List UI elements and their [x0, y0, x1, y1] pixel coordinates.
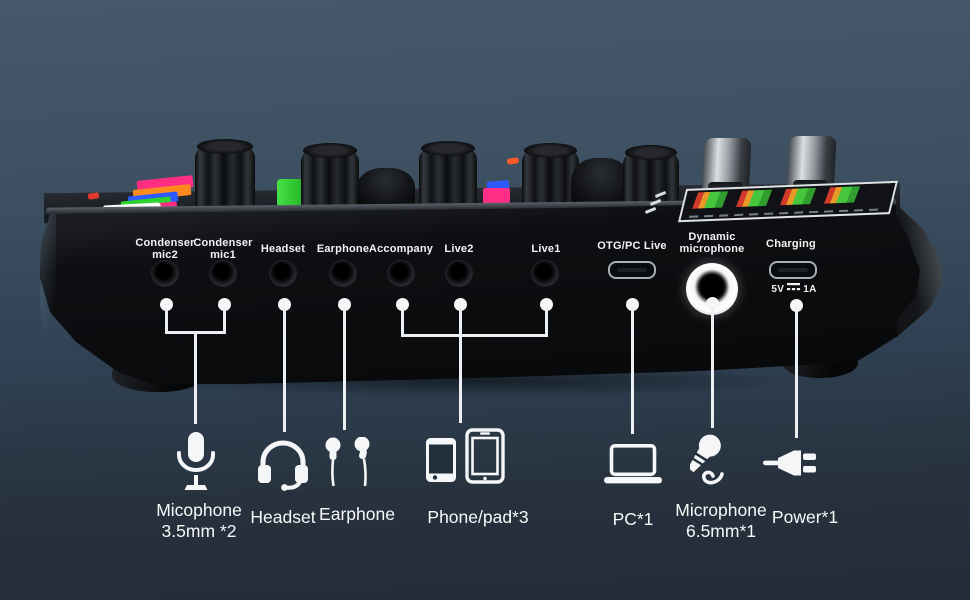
callout-line [342, 308, 346, 430]
callout-line [458, 334, 462, 423]
port-label-charging: Charging [766, 238, 816, 250]
callout-line [458, 308, 462, 337]
callout-line [193, 331, 197, 424]
jack-condenser-mic2 [152, 261, 178, 286]
callout-line [400, 334, 548, 337]
callout-line [794, 308, 798, 438]
legend-label-phone-pad: Phone/pad*3 [427, 507, 529, 527]
jack-accompany [388, 261, 414, 286]
power-icon [763, 447, 825, 479]
orange-indicator [506, 157, 520, 165]
callout-dot-mic1 [217, 297, 231, 311]
microphone-6.5mm-icon [690, 434, 740, 486]
jack-condenser-mic1 [210, 261, 236, 286]
jack-headset [270, 261, 296, 286]
callout-line [282, 308, 286, 432]
port-label-earphone: Earphone [316, 243, 370, 255]
callout-dot-live2 [453, 297, 467, 311]
level-meter [736, 189, 773, 207]
callout-dot-earphone [337, 297, 351, 311]
left-chamfer-highlight [40, 214, 56, 364]
pink-button-mid [483, 188, 510, 206]
dc-symbol [787, 283, 801, 291]
legend-label-earphone: Earphone [319, 504, 395, 524]
jack-earphone [330, 261, 356, 286]
legend-label-power: Power*1 [771, 507, 839, 527]
level-meter [780, 187, 817, 206]
callout-dot-mic2 [159, 297, 173, 311]
callout-line [544, 308, 548, 337]
callout-line [630, 308, 634, 434]
port-label-otg-pc-live: OTG/PC Live [597, 240, 667, 252]
callout-line [222, 308, 226, 334]
callout-dot-otg [625, 297, 639, 311]
headset-icon [257, 439, 309, 491]
pc-icon [604, 444, 662, 484]
legend-label-pc: PC*1 [612, 509, 654, 529]
port-label-live1: Live1 [531, 243, 561, 255]
level-meter [692, 191, 729, 209]
usbc-port-charging [769, 261, 817, 279]
callout-line [710, 308, 714, 428]
callout-dot-charging [789, 298, 803, 312]
pad-icon [465, 428, 505, 484]
callout-dot-dynamic [705, 296, 719, 310]
callout-line [164, 308, 168, 334]
callout-line [400, 308, 404, 337]
legend-label-headset: Headset [250, 507, 316, 527]
port-label-live2: Live2 [444, 243, 474, 255]
callout-dot-headset [277, 297, 291, 311]
microphone-3.5mm-icon [174, 432, 218, 492]
port-label-accompany: Accompany [368, 243, 434, 255]
jack-live2 [446, 261, 472, 286]
callout-dot-accompany [395, 297, 409, 311]
level-meter [823, 186, 861, 204]
port-label-headset: Headset [260, 243, 306, 255]
jack-live1 [532, 261, 558, 286]
phone-icon [426, 438, 456, 482]
earphone-icon [324, 437, 374, 487]
usbc-port-otg [608, 261, 656, 279]
callout-dot-live1 [539, 297, 553, 311]
